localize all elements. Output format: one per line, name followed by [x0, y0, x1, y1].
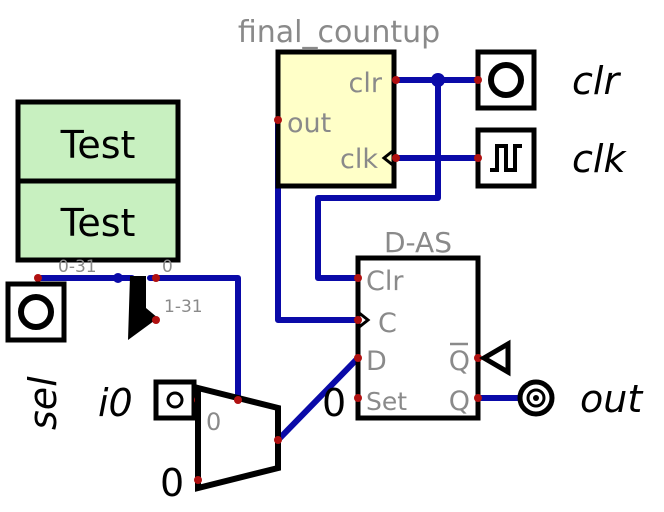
splitter-in-label: 0-31	[58, 257, 97, 277]
flipflop-pin-q[interactable]	[474, 394, 482, 402]
clk-input-pin[interactable]	[474, 154, 482, 162]
splitter-out0-pin[interactable]	[152, 274, 160, 282]
counter-pin-out[interactable]	[274, 116, 282, 124]
clr-input-pin[interactable]	[474, 76, 482, 84]
flipflop-pin-set[interactable]	[354, 394, 362, 402]
flipflop-set-const-zero: 0	[322, 381, 346, 425]
i0-input[interactable]: i0	[98, 379, 202, 425]
flipflop-clock-triangle-icon	[357, 310, 371, 330]
i0-label: i0	[98, 381, 133, 425]
counter-clock-triangle-icon	[381, 148, 395, 168]
flipflop-pin-set-label: Set	[366, 387, 407, 416]
output-led-dot	[533, 395, 539, 401]
mux-const-zero: 0	[160, 461, 184, 505]
clk-input[interactable]: clk	[474, 127, 627, 189]
qbar-probe-triangle-icon	[479, 339, 511, 377]
circle-input-icon	[488, 62, 524, 98]
splitter-body	[128, 276, 158, 340]
circle-input-icon	[18, 294, 54, 330]
counter-pin-out-label: out	[287, 108, 331, 139]
flipflop-pin-clr-label: Clr	[366, 266, 404, 297]
wire-splitter-to-mux-sel[interactable]	[147, 275, 241, 403]
flipflop-pin-q-label: Q	[449, 386, 470, 417]
flipflop-name: D-AS	[384, 226, 452, 259]
flipflop-pin-clr[interactable]	[354, 274, 362, 282]
test-row-1: Test	[60, 123, 136, 167]
flipflop-pin-d[interactable]	[354, 354, 362, 362]
mux-body	[195, 384, 281, 492]
test-display[interactable]: Test Test	[15, 99, 181, 263]
clr-input[interactable]: clr	[474, 49, 621, 111]
splitter-out1-pin[interactable]	[152, 316, 160, 324]
flipflop-pin-d-label: D	[366, 346, 387, 377]
flipflop-pin-qbar[interactable]	[474, 354, 482, 362]
splitter-out0-label: 0	[162, 257, 173, 277]
out-label: out	[580, 377, 644, 421]
out-output[interactable]: out	[517, 377, 644, 421]
multiplexer[interactable]: 0 0	[160, 384, 282, 505]
test-row-2: Test	[60, 201, 136, 245]
flipflop-pin-c-label: C	[378, 308, 397, 339]
sel-label: sel	[21, 376, 65, 430]
mux-sel-label: 0	[206, 408, 221, 436]
flipflop-body	[355, 255, 481, 421]
counter-component[interactable]: final_countup clr out clk	[238, 15, 440, 189]
wire-mux-to-d[interactable]	[275, 355, 361, 443]
counter-pin-clk[interactable]	[392, 154, 400, 162]
counter-pin-clk-label: clk	[340, 144, 378, 175]
clr-label: clr	[572, 59, 621, 103]
clk-label: clk	[572, 137, 627, 181]
clr-input-box	[475, 49, 537, 111]
splitter[interactable]: 0-31 0 1-31	[34, 257, 203, 340]
splitter-out1-label: 1-31	[164, 297, 203, 317]
counter-pin-clr-label: clr	[349, 68, 383, 99]
counter-pin-clr[interactable]	[392, 76, 400, 84]
mux-select-pin[interactable]	[234, 396, 242, 404]
d-flipflop[interactable]: D-AS Clr C D Set Q Q 0	[322, 226, 511, 425]
mux-in1-pin[interactable]	[194, 476, 202, 484]
mux-out-pin[interactable]	[274, 436, 282, 444]
flipflop-pin-c[interactable]	[354, 316, 362, 324]
small-circle-input-icon	[166, 391, 184, 409]
clock-square-wave-icon	[490, 144, 522, 172]
counter-name: final_countup	[238, 15, 440, 50]
splitter-in-pin[interactable]	[34, 274, 42, 282]
wire-junction	[431, 73, 445, 87]
flipflop-pin-qbar-label: Q	[449, 346, 470, 377]
wire-junction	[113, 273, 123, 283]
sel-input[interactable]: sel	[5, 281, 67, 430]
